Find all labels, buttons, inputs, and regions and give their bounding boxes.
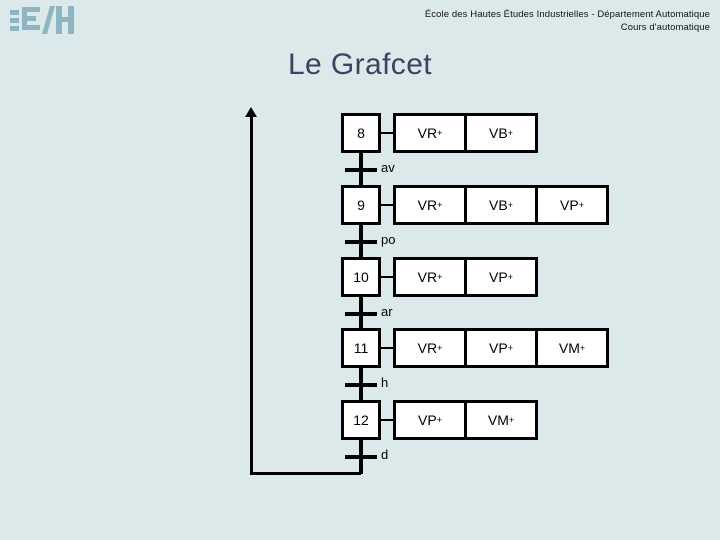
action-strip: VR+VP+ <box>393 256 538 297</box>
action-box-vp[interactable]: VP+ <box>535 184 609 225</box>
transition-bar-icon <box>345 168 377 172</box>
loop-back-horizontal-wire <box>250 472 361 475</box>
action-box-vr[interactable]: VR+ <box>393 256 467 297</box>
action-box-vp[interactable]: VP+ <box>393 400 467 441</box>
step-box-8[interactable]: 8 <box>341 113 381 153</box>
action-label: VB <box>489 196 508 213</box>
transition-bar-icon <box>345 311 377 316</box>
transition-label-ar[interactable]: ar <box>381 303 393 319</box>
action-label: VP <box>489 268 508 285</box>
action-box-vr[interactable]: VR+ <box>393 184 467 225</box>
action-label: VB <box>489 125 508 141</box>
action-strip: VR+VB+ <box>393 113 538 153</box>
step-action-link <box>381 419 393 422</box>
step-box-10[interactable]: 10 <box>341 256 381 297</box>
step-action-link <box>381 347 393 350</box>
step-box-9[interactable]: 9 <box>341 184 381 225</box>
action-box-vp[interactable]: VP+ <box>464 256 538 297</box>
step-action-link <box>381 275 393 278</box>
action-label: VR <box>417 125 438 141</box>
action-box-vp[interactable]: VP+ <box>464 328 538 369</box>
transition-label-av[interactable]: av <box>381 160 395 175</box>
step-action-link <box>381 132 393 134</box>
action-box-vr[interactable]: VR+ <box>393 113 467 153</box>
action-label: VR <box>417 340 438 357</box>
transition-bar-icon <box>345 383 377 388</box>
transition-label-po[interactable]: po <box>381 231 396 247</box>
transition-bar-icon <box>345 239 377 244</box>
action-strip: VP+VM+ <box>393 400 538 441</box>
affiliation-text: École des Hautes Études Industrielles - … <box>290 8 710 34</box>
loop-back-arrow-icon <box>245 107 257 117</box>
action-label: VR <box>417 268 438 285</box>
transition-label-h[interactable]: h <box>381 375 389 391</box>
action-box-vb[interactable]: VB+ <box>464 113 538 153</box>
action-box-vb[interactable]: VB+ <box>464 184 538 225</box>
action-label: VM <box>487 412 509 429</box>
step-box-11[interactable]: 11 <box>341 328 381 369</box>
action-box-vm[interactable]: VM+ <box>535 328 609 369</box>
action-box-vr[interactable]: VR+ <box>393 328 467 369</box>
step-action-link <box>381 203 393 206</box>
affiliation-line-1: École des Hautes Études Industrielles - … <box>424 9 710 20</box>
transition-bar-icon <box>345 455 377 460</box>
hei-logo <box>8 4 76 44</box>
step-box-12[interactable]: 12 <box>341 400 381 441</box>
transition-label-d[interactable]: d <box>381 447 389 463</box>
action-strip: VR+VP+VM+ <box>393 328 609 369</box>
action-label: VP <box>418 412 437 429</box>
page-title: Le Grafcet <box>287 48 433 81</box>
affiliation-line-2: Cours d'automatique <box>620 22 710 33</box>
action-label: VP <box>560 196 579 213</box>
action-box-vm[interactable]: VM+ <box>464 400 538 441</box>
loop-back-vertical-wire <box>250 116 253 475</box>
action-label: VR <box>417 196 438 213</box>
action-label: VP <box>489 340 508 357</box>
action-label: VM <box>558 340 580 357</box>
action-strip: VR+VB+VP+ <box>393 184 609 225</box>
